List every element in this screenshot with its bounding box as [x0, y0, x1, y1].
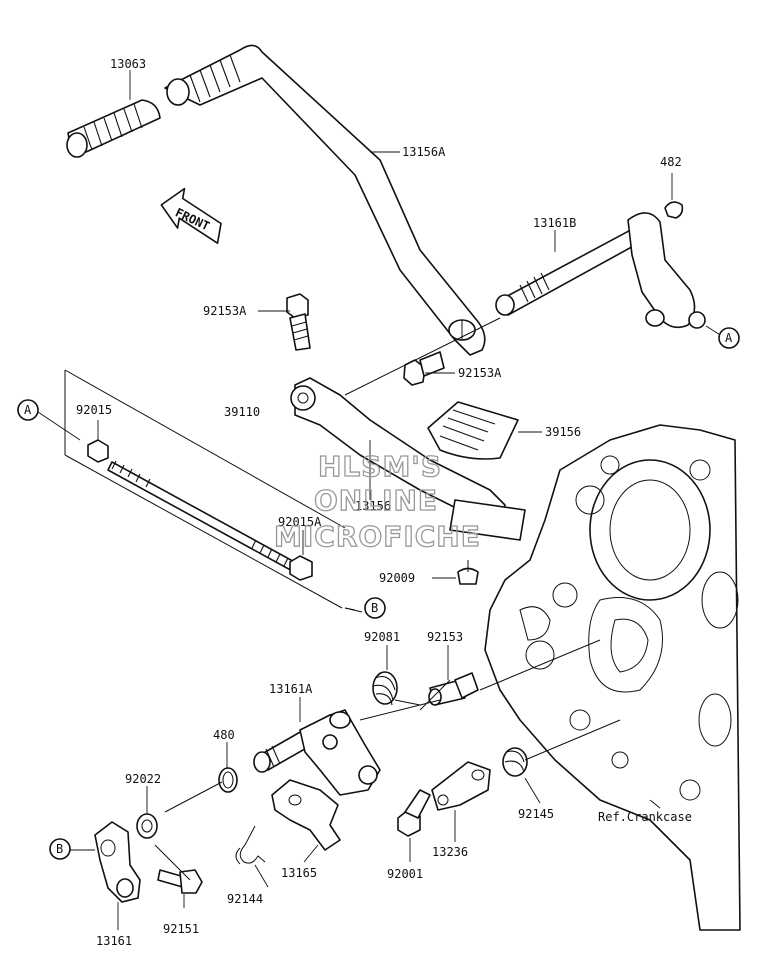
- screw-92009: [457, 560, 479, 585]
- pedal-pad-39156: [427, 401, 519, 460]
- label-92153: 92153: [427, 630, 463, 644]
- label-92022: 92022: [125, 772, 161, 786]
- shift-arm-13161: [94, 821, 141, 903]
- bolt-92153: [428, 672, 479, 706]
- label-92009: 92009: [379, 571, 415, 585]
- label-92015: 92015: [76, 403, 112, 417]
- callout-a-right-label: A: [725, 331, 733, 345]
- plate-13236: [431, 761, 491, 811]
- part-labels: 13063 13156A 482 13161B 92153A 92153A 92…: [76, 57, 692, 948]
- label-39110: 39110: [224, 405, 260, 419]
- label-13165: 13165: [281, 866, 317, 880]
- front-direction-arrow: FRONT: [160, 187, 222, 245]
- label-92153A-bottom: 92153A: [458, 366, 502, 380]
- label-13161A: 13161A: [269, 682, 313, 696]
- label-39156: 39156: [545, 425, 581, 439]
- shift-arm-13161B: [495, 212, 706, 329]
- callout-a-right: A: [718, 327, 740, 349]
- watermark-line-2: ONLINE: [314, 484, 438, 517]
- bolt-92153A-top: [286, 293, 311, 351]
- label-13161: 13161: [96, 934, 132, 948]
- watermark-line-1: HLSM'S: [318, 450, 442, 483]
- plate-13165: [271, 779, 341, 851]
- label-92153A-top: 92153A: [203, 304, 247, 318]
- spring-92145: [502, 747, 528, 777]
- callout-a-left: A: [17, 399, 39, 421]
- callout-b-right: B: [364, 597, 386, 619]
- label-92145: 92145: [518, 807, 554, 821]
- label-92001: 92001: [387, 867, 423, 881]
- label-13156: 13156: [355, 499, 391, 513]
- watermark-line-3: MICROFICHE: [274, 520, 481, 553]
- nut-92015A: [289, 555, 313, 581]
- label-13063: 13063: [110, 57, 146, 71]
- label-92144: 92144: [227, 892, 263, 906]
- spring-92081: [372, 671, 421, 706]
- label-92151: 92151: [163, 922, 199, 936]
- shift-shaft-13161A: [253, 709, 381, 796]
- ref-crankcase-note: Ref.Crankcase: [598, 810, 692, 824]
- watermark: HLSM'S ONLINE MICROFICHE: [273, 449, 481, 553]
- label-92081: 92081: [364, 630, 400, 644]
- crankcase-outline: [484, 424, 741, 931]
- label-482: 482: [660, 155, 682, 169]
- clip-482: [664, 173, 684, 219]
- callout-b-left: B: [49, 838, 71, 860]
- shift-pedal-rubber-13063: [66, 99, 161, 158]
- washer-92022: [136, 813, 158, 839]
- label-13156A: 13156A: [402, 145, 446, 159]
- nut-92015: [87, 439, 109, 463]
- spring-92144: [235, 825, 266, 865]
- label-13161B: 13161B: [533, 216, 576, 230]
- bolt-92151: [157, 869, 203, 894]
- shift-lever-13156A: [164, 44, 486, 356]
- label-92015A: 92015A: [278, 515, 322, 529]
- bolt-92001: [397, 789, 431, 837]
- bolt-92153A-bottom: [403, 351, 445, 386]
- circlip-480: [218, 767, 238, 793]
- leader-lines: [37, 70, 726, 930]
- callout-b-right-label: B: [371, 601, 378, 615]
- assembly-lines: [154, 317, 621, 881]
- callout-b-left-label: B: [56, 842, 63, 856]
- label-480: 480: [213, 728, 235, 742]
- shift-lever-13156: [290, 377, 526, 541]
- label-13236: 13236: [432, 845, 468, 859]
- callout-a-left-label: A: [24, 403, 32, 417]
